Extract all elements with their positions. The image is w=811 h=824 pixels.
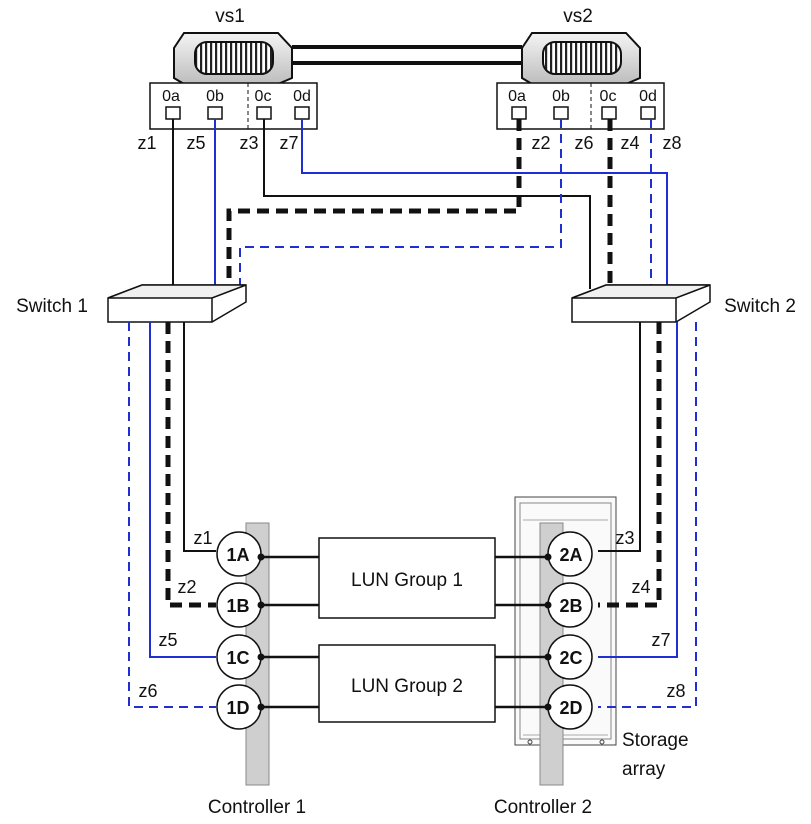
port-0a-icon — [511, 106, 527, 120]
port-2b-label: 2B — [559, 596, 582, 616]
switch-1-label: Switch 1 — [16, 296, 88, 317]
port-0a-icon — [165, 106, 181, 120]
port-label: 0a — [508, 88, 526, 105]
zone-label: z7 — [279, 133, 298, 153]
server-vs1: vs1 0a 0b 0c 0d — [149, 6, 318, 130]
zone-label: z4 — [631, 577, 650, 597]
zone-label: z8 — [666, 681, 685, 701]
zone-label: z7 — [651, 630, 670, 650]
lun-group-2-box — [318, 644, 496, 723]
cable-z3 — [598, 322, 641, 552]
port-label: 0c — [600, 88, 617, 105]
port-0d-icon — [294, 106, 310, 120]
cable-z7 — [598, 322, 678, 658]
lun-group-1-box — [318, 537, 496, 619]
zone-label: z6 — [574, 133, 593, 153]
port-2c-label: 2C — [559, 648, 582, 668]
zone-label: z3 — [615, 528, 634, 548]
zone-label: z6 — [138, 681, 157, 701]
cable-z2 — [165, 322, 216, 608]
cable-z1 — [183, 322, 216, 552]
zone-label: z3 — [239, 133, 258, 153]
switch-2: Switch 2 — [571, 284, 796, 323]
port-0b-icon — [553, 106, 569, 120]
port-label: 0b — [552, 88, 570, 105]
zone-label: z1 — [193, 528, 212, 548]
port-0d-icon — [640, 106, 656, 120]
zone-label: z1 — [137, 133, 156, 153]
controller-1-label: Controller 1 — [208, 797, 306, 818]
port-2a-label: 2A — [559, 545, 582, 565]
cable-z4 — [598, 322, 662, 608]
port-0b-icon — [207, 106, 223, 120]
zone-label: z4 — [620, 133, 639, 153]
server-to-switch-cables — [172, 119, 668, 292]
zone-label: z2 — [177, 577, 196, 597]
port-1b-label: 1B — [226, 596, 249, 616]
port-1c-label: 1C — [226, 648, 249, 668]
cable-z8 — [598, 322, 697, 708]
zone-label: z2 — [531, 133, 550, 153]
port-1d-label: 1D — [226, 698, 249, 718]
port-1a-label: 1A — [226, 545, 249, 565]
zone-label: z5 — [186, 133, 205, 153]
switch-2-label: Switch 2 — [724, 296, 796, 317]
lun-group-2: LUN Group 2 — [263, 644, 548, 723]
switch-1: Switch 1 — [16, 284, 247, 323]
lun-group-2-label: LUN Group 2 — [351, 676, 463, 697]
zone-label: z8 — [662, 133, 681, 153]
storage-array-label: Storage — [622, 730, 689, 751]
cable-z3 — [263, 119, 591, 289]
server-vs2-port-panel — [496, 82, 665, 130]
controller-2-label: Controller 2 — [494, 797, 592, 818]
cable-z2 — [226, 119, 522, 292]
port-0c-icon — [601, 106, 617, 120]
lun-group-1: LUN Group 1 — [263, 537, 548, 619]
lun-group-1-label: LUN Group 1 — [351, 570, 463, 591]
cable-z5 — [149, 322, 216, 658]
server-vs1-grill-icon — [194, 41, 274, 75]
server-vs1-label: vs1 — [215, 6, 245, 27]
cable-z6 — [128, 322, 216, 708]
port-2d-label: 2D — [559, 698, 582, 718]
port-label: 0b — [206, 88, 224, 105]
controller-2-ports: 2A 2B 2C 2D — [544, 531, 593, 730]
port-0c-icon — [256, 106, 272, 120]
switch-to-controller-cables — [128, 322, 697, 708]
server-vs2-label: vs2 — [563, 6, 593, 27]
cable-z7 — [301, 119, 668, 287]
server-vs2-grill-icon — [542, 41, 622, 75]
port-label: 0a — [162, 88, 180, 105]
port-label: 0d — [293, 88, 311, 105]
storage-array-label: array — [622, 759, 666, 780]
zone-label: z5 — [158, 630, 177, 650]
port-label: 0d — [639, 88, 657, 105]
port-label: 0c — [255, 88, 272, 105]
server-vs1-port-panel — [149, 82, 318, 130]
controller-1-ports: 1A 1B 1C 1D — [216, 531, 265, 730]
server-vs2: vs2 0a 0b 0c 0d — [496, 6, 665, 130]
cable-z6 — [239, 119, 562, 287]
